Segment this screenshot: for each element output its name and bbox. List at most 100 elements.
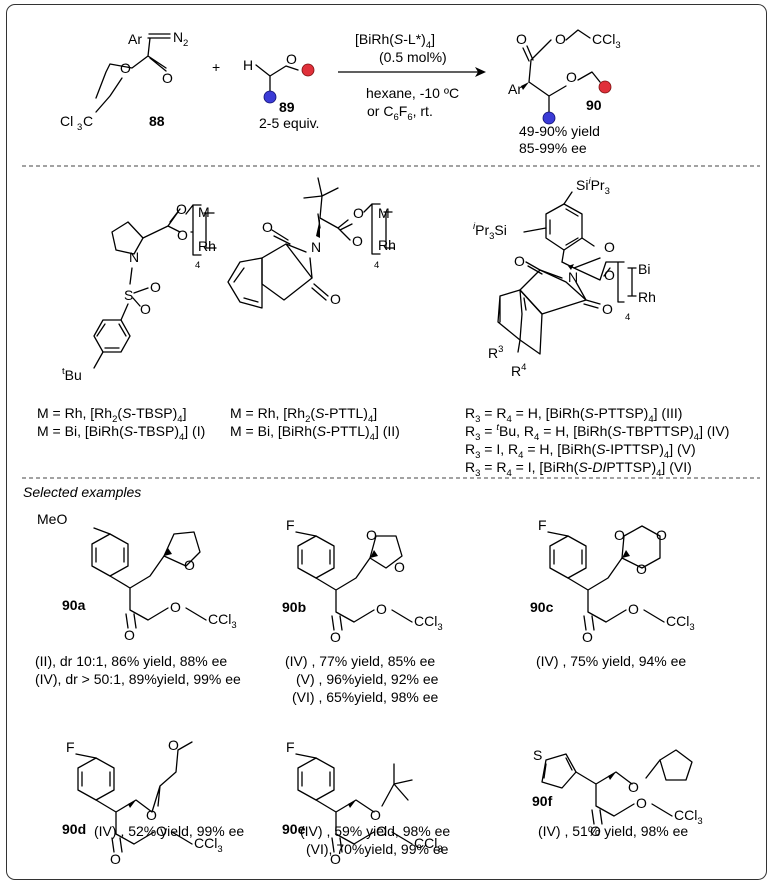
ex90a-o-ring: O: [184, 557, 195, 573]
ex90b-result2: (V) , 96%yield, 92% ee: [296, 671, 439, 687]
r88-n: N: [173, 29, 183, 45]
pttl-o3: O: [262, 219, 273, 235]
label-90f: 90f: [532, 793, 553, 809]
reactant-89-structure: H O 89 2-5 equiv.: [243, 51, 319, 131]
pttsp-si1: SiiPr3: [576, 176, 610, 197]
ex90d-oa: O: [146, 807, 157, 823]
label-90: 90: [586, 97, 602, 113]
pttsp-sub4: 4: [625, 312, 630, 323]
ex90c-oc: O: [636, 561, 647, 577]
blue-substituent-icon: [263, 90, 277, 104]
tbsp-o3: O: [150, 279, 161, 295]
ex90e-oa: O: [370, 807, 381, 823]
example-90f-structure: S O O O CCl3 90f: [532, 747, 703, 839]
example-90d-structure: F O O O O CCl3 90d: [62, 737, 223, 867]
p90-o3: O: [566, 69, 577, 85]
pttsp-r4: R4: [511, 362, 526, 379]
r88-cl-sub: 3: [77, 122, 82, 133]
r88-n-sub: 2: [183, 38, 188, 49]
example-90e-structure: F O O O CCl3 90e: [282, 739, 443, 867]
ex90b-result3: (VI) , 65%yield, 98% ee: [292, 689, 439, 705]
tbsp-rh: Rh: [198, 238, 216, 254]
pttsp-catalyst-list: R3 = R4 = H, [BiRh(S-PTTSP)4] (III)R3 = …: [465, 405, 729, 479]
ex90b-o1: O: [330, 629, 341, 645]
ex90f-s: S: [533, 747, 542, 763]
catalyst-tbsp-structure: O O M Rh 4 N S O O tBu: [62, 201, 217, 383]
pttsp-o1: O: [604, 239, 615, 255]
ex90c-result1: (IV) , 75% yield, 94% ee: [536, 653, 686, 669]
ex90b-ccl: CCl3: [414, 613, 443, 633]
label-90b: 90b: [282, 599, 306, 615]
label-89: 89: [279, 99, 295, 115]
ex90a-meo: MeO: [37, 511, 67, 527]
p90-o2: O: [555, 31, 566, 47]
figure-frame: [6, 4, 767, 880]
tbsp-sub4: 4: [195, 260, 200, 271]
ex90e-result2-text: (VI), 70%yield, 99% ee: [306, 841, 449, 857]
ex90c-o1: O: [582, 629, 593, 645]
pttl-n: N: [311, 239, 321, 255]
reaction-arrow: [338, 67, 486, 77]
ex90b-oa: O: [366, 527, 377, 543]
ex90a-ccl: CCl3: [208, 611, 237, 631]
pttsp-r3: R3: [488, 344, 503, 361]
pttsp-line-2: R3 = tBu, R4 = H, [BiRh(S-TBPTTSP)4] (IV…: [465, 422, 729, 443]
r88-o-carbonyl: O: [162, 70, 173, 86]
ex90b-f: F: [286, 517, 295, 533]
pttl-o1: O: [353, 205, 364, 221]
product-90-structure: O O CCl3 Ar O 90: [508, 29, 621, 125]
pttsp-o3: O: [514, 253, 525, 269]
ex90e-o2: O: [376, 823, 387, 839]
ex90d-o2: O: [156, 823, 167, 839]
p90-o1: O: [516, 31, 527, 47]
plus-sign: +: [212, 59, 220, 75]
ex90a-result1: (II), dr 10:1, 86% yield, 88% ee: [35, 653, 227, 669]
ex90a-o1: O: [124, 627, 135, 643]
pttl-m: M: [378, 205, 390, 221]
label-90d: 90d: [62, 821, 86, 837]
pttsp-bi: Bi: [638, 261, 650, 277]
example-90a-structure: MeO O O O CCl3 90a: [37, 511, 237, 643]
conditions-line1: hexane, -10 ºC: [366, 85, 459, 101]
pttl-line1: M = Rh, [Rh2(S-PTTL)4]: [230, 405, 377, 425]
tbsp-o4: O: [140, 301, 151, 317]
pttsp-o4: O: [602, 301, 613, 317]
label-90e: 90e: [282, 821, 306, 837]
pttsp-rh: Rh: [638, 289, 656, 305]
example-90b-structure: F O O O O CCl3 90b: [282, 517, 443, 645]
equiv-text: 2-5 equiv.: [259, 115, 319, 131]
ex90f-o1: O: [590, 823, 601, 839]
ex90d-ccl: CCl3: [194, 835, 223, 855]
pttsp-line-4: R3 = R4 = I, [BiRh(S-DIPTTSP)4] (VI): [465, 459, 692, 479]
conditions-line2: or C6F6, rt.: [367, 103, 433, 123]
ex90d-f: F: [66, 739, 75, 755]
ex90b-ob: O: [394, 559, 405, 575]
ex90c-ob: O: [656, 527, 667, 543]
ex90f-result1-text: (IV) , 51% yield, 98% ee: [538, 823, 689, 839]
label-90a: 90a: [62, 597, 86, 613]
ex90c-o2: O: [628, 601, 639, 617]
r88-ar: Ar: [128, 31, 142, 47]
ex90c-f: F: [538, 517, 547, 533]
red-substituent-icon: [598, 80, 612, 94]
blue-substituent-icon: [542, 111, 556, 125]
p90-ar: Ar: [508, 81, 522, 97]
catalyst-loading: (0.5 mol%): [379, 49, 447, 65]
tbsp-tbu: tBu: [62, 366, 82, 383]
ex90b-result1: (IV) , 77% yield, 85% ee: [285, 653, 435, 669]
pttl-sub4: 4: [374, 260, 379, 271]
label-90c: 90c: [530, 599, 554, 615]
examples-heading: Selected examples: [23, 484, 141, 500]
ex90e-result1-text: (IV) , 59% yield, 98% ee: [300, 823, 451, 839]
red-substituent-icon: [301, 63, 315, 77]
tbsp-o2: O: [177, 227, 188, 243]
pttl-o2: O: [352, 233, 363, 249]
tbsp-line2: M = Bi, [BiRh(S-TBSP)4] (I): [37, 423, 205, 443]
pttsp-line-3: R3 = I, R4 = H, [BiRh(S-IPTTSP)4] (V): [465, 441, 696, 461]
catalyst-pttsp-structure: SiiPr3 iPr3Si O O Bi Rh 4 N O O R3 R4: [473, 176, 656, 379]
yield-range: 49-90% yield: [519, 123, 600, 139]
ex90d-result1-text: (IV) , 52% yield, 99% ee: [94, 823, 245, 839]
reactant-88-structure: Ar N 2 O O Cl 3 C 88: [60, 29, 188, 133]
p90-ccl: CCl3: [592, 31, 621, 51]
